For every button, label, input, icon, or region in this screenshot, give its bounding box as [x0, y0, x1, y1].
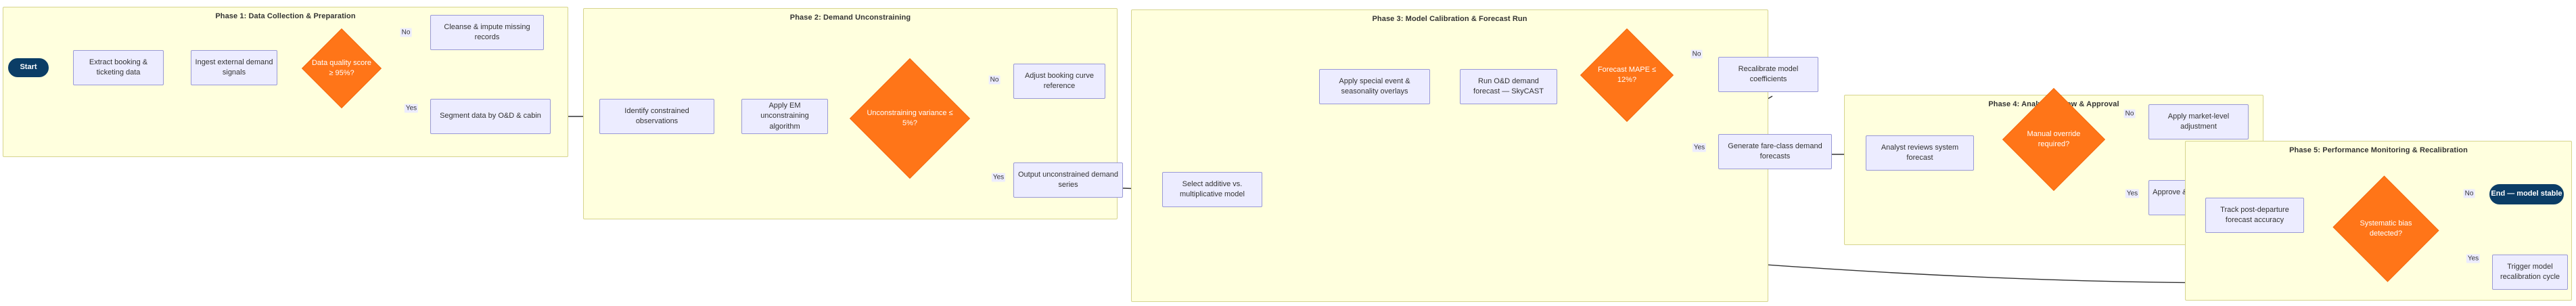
- node-track-post-departure[interactable]: Track post-departure forecast accuracy: [2205, 198, 2304, 233]
- node-adjust-booking-curve[interactable]: Adjust booking curve reference: [1013, 64, 1105, 99]
- node-apply-special-event[interactable]: Apply special event & seasonality overla…: [1319, 69, 1430, 104]
- node-extract-booking[interactable]: Extract booking & ticketing data: [73, 50, 164, 85]
- node-data-quality-check-label: Data quality score ≥ 95%?: [311, 59, 372, 77]
- node-select-additive-label: Select additive vs. multiplicative model: [1180, 179, 1245, 198]
- node-track-post-departure-label: Track post-departure forecast accuracy: [2220, 205, 2289, 224]
- edge-label-sb-no: No: [2463, 189, 2475, 198]
- node-generate-fare-class[interactable]: Generate fare-class demand forecasts: [1718, 134, 1832, 169]
- node-forecast-mape-check[interactable]: Forecast MAPE ≤ 12%?: [1580, 28, 1674, 122]
- node-trigger-recalibration[interactable]: Trigger model recalibration cycle: [2492, 255, 2568, 290]
- node-run-od-forecast[interactable]: Run O&D demand forecast — SkyCAST: [1460, 69, 1557, 104]
- node-segment-data-label: Segment data by O&D & cabin: [440, 112, 541, 121]
- node-trigger-recalibration-label: Trigger model recalibration cycle: [2500, 262, 2560, 281]
- edge-label-mape-yes: Yes: [1692, 143, 1707, 152]
- node-segment-data[interactable]: Segment data by O&D & cabin: [430, 99, 551, 134]
- node-start[interactable]: Start: [8, 58, 49, 77]
- node-analyst-review[interactable]: Analyst reviews system forecast: [1866, 135, 1974, 171]
- node-manual-override[interactable]: Manual override required?: [2002, 88, 2105, 191]
- node-output-unconstrained-label: Output unconstrained demand series: [1018, 170, 1118, 189]
- node-apply-market-level-label: Apply market-level adjustment: [2167, 112, 2230, 131]
- node-manual-override-label: Manual override required?: [2027, 130, 2081, 148]
- node-adjust-booking-curve-label: Adjust booking curve reference: [1024, 71, 1095, 90]
- node-apply-market-level[interactable]: Apply market-level adjustment: [2148, 104, 2249, 139]
- node-unconstraining-variance[interactable]: Unconstraining variance ≤ 5%?: [850, 58, 970, 179]
- node-apply-special-event-label: Apply special event & seasonality overla…: [1339, 76, 1410, 95]
- node-recalibrate-model-label: Recalibrate model coefficients: [1738, 64, 1799, 83]
- phase-2-title: Phase 2: Demand Unconstraining: [789, 14, 911, 22]
- node-identify-constrained-label: Identify constrained observations: [624, 106, 689, 125]
- node-output-unconstrained[interactable]: Output unconstrained demand series: [1013, 162, 1123, 198]
- node-apply-em-label: Apply EM unconstraining algorithm: [760, 102, 809, 131]
- node-data-quality-check[interactable]: Data quality score ≥ 95%?: [302, 28, 382, 108]
- node-extract-booking-label: Extract booking & ticketing data: [89, 58, 148, 76]
- node-ingest-external-label: Ingest external demand signals: [195, 58, 273, 76]
- node-end-stable[interactable]: End — model stable: [2489, 184, 2564, 204]
- edge-label-dq-no: No: [400, 28, 412, 37]
- phase-5-title: Phase 5: Performance Monitoring & Recali…: [2289, 146, 2468, 154]
- node-recalibrate-model[interactable]: Recalibrate model coefficients: [1718, 57, 1818, 92]
- edge-label-sb-yes: Yes: [2466, 254, 2481, 263]
- node-identify-constrained[interactable]: Identify constrained observations: [599, 99, 714, 134]
- node-cleanse-impute-label: Cleanse & impute missing records: [444, 22, 530, 41]
- edge-label-uv-no: No: [988, 75, 1001, 85]
- node-ingest-external[interactable]: Ingest external demand signals: [191, 50, 277, 85]
- edge-label-mo-yes: Yes: [2125, 189, 2140, 198]
- node-generate-fare-class-label: Generate fare-class demand forecasts: [1728, 141, 1822, 160]
- node-run-od-forecast-label: Run O&D demand forecast — SkyCAST: [1473, 76, 1544, 95]
- edge-label-mape-no: No: [1690, 49, 1703, 59]
- node-systematic-bias[interactable]: Systematic bias detected?: [2331, 175, 2441, 282]
- node-end-stable-label: End — model stable: [2491, 190, 2562, 198]
- node-apply-em[interactable]: Apply EM unconstraining algorithm: [741, 99, 828, 134]
- node-select-additive[interactable]: Select additive vs. multiplicative model: [1162, 172, 1262, 207]
- node-systematic-bias-label: Systematic bias detected?: [2360, 219, 2412, 238]
- edge-label-mo-no: No: [2123, 109, 2136, 118]
- node-start-label: Start: [20, 63, 37, 72]
- edge-label-uv-yes: Yes: [991, 173, 1006, 182]
- phase-1-title: Phase 1: Data Collection & Preparation: [215, 12, 356, 20]
- phase-3-container: Phase 3: Model Calibration & Forecast Ru…: [1131, 9, 1768, 302]
- node-analyst-review-label: Analyst reviews system forecast: [1881, 143, 1959, 162]
- phase-3-title: Phase 3: Model Calibration & Forecast Ru…: [1372, 15, 1527, 23]
- node-unconstraining-variance-label: Unconstraining variance ≤ 5%?: [867, 109, 953, 127]
- edge-label-dq-yes: Yes: [404, 104, 419, 113]
- node-cleanse-impute[interactable]: Cleanse & impute missing records: [430, 15, 544, 50]
- node-forecast-mape-check-label: Forecast MAPE ≤ 12%?: [1597, 66, 1657, 84]
